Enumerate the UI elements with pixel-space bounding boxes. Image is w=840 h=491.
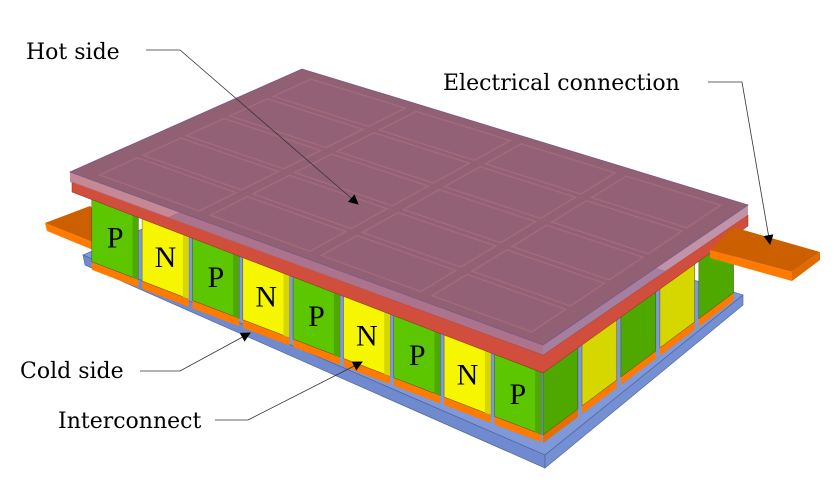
hot-side-tile [140, 137, 281, 191]
hot-side-tile [292, 153, 431, 207]
interconnect [242, 319, 290, 346]
hot-side-tile [184, 117, 323, 170]
interconnect-side [659, 321, 695, 356]
pillar-label: P [308, 300, 325, 333]
leader-electrical-connection [708, 81, 774, 245]
interconnect-side [582, 379, 617, 414]
hot-side-tile [97, 156, 239, 212]
right-electrical-tab [710, 227, 820, 281]
hot-side-tile [430, 273, 568, 333]
label-hot-side: Hot side [26, 40, 120, 65]
hot-side-tile [483, 142, 618, 195]
hot-side-tile [589, 175, 723, 229]
interconnect-side [698, 292, 734, 327]
hot-side-tile [250, 174, 389, 230]
interconnect [494, 416, 542, 443]
label-cold-side: Cold side [20, 359, 124, 384]
pillar-edge [132, 212, 139, 280]
pillar-label: P [107, 222, 124, 255]
pillar-edge [333, 291, 340, 357]
pillar-label: P [409, 339, 426, 372]
hot-side-tile [549, 199, 684, 255]
hot-side-tile [442, 165, 578, 220]
cold-plate-side [544, 294, 744, 469]
hot-plate-glass [68, 68, 749, 346]
hot-side-tile [360, 211, 498, 269]
hot-side-plate [68, 68, 749, 374]
pillar-label: N [155, 241, 177, 274]
interconnect [142, 281, 189, 307]
label-interconnect: Interconnect [58, 409, 201, 434]
interconnect [393, 377, 441, 404]
hot-side-tile [510, 224, 645, 281]
pillar-label: P [207, 261, 224, 294]
hot-side-tile [208, 195, 348, 253]
hot-plate-front [70, 172, 543, 355]
pillar-label: N [255, 280, 277, 313]
pillar-label: N [356, 319, 378, 352]
leader-cold-side [140, 332, 251, 372]
pillar-edge [434, 330, 441, 396]
interconnect [91, 261, 139, 288]
pillar-label: N [457, 359, 479, 392]
interconnect [293, 339, 340, 365]
pillar-edge [535, 370, 542, 435]
interconnect [444, 397, 491, 423]
pillar-edge [182, 231, 189, 299]
pillar-edge [484, 350, 491, 415]
hot-side-tile [227, 97, 365, 149]
pillar-edge [233, 251, 240, 319]
hot-side-tile [335, 131, 472, 184]
interconnect-side [620, 350, 656, 385]
leader-interconnect [215, 361, 363, 421]
hot-side-tile [470, 248, 607, 307]
hot-side-tile [401, 188, 538, 244]
interconnect-side [543, 409, 578, 443]
pillar-edge [283, 271, 290, 338]
hot-side-tile [377, 110, 513, 162]
pillar-label: P [509, 378, 526, 411]
leader-hot-side [146, 49, 359, 205]
hot-side-tile [271, 78, 408, 128]
label-electrical-connection: Electrical connection [443, 71, 680, 96]
pillar-edge [384, 311, 391, 377]
interconnect [192, 300, 240, 327]
hot-plate-side [543, 205, 748, 355]
hot-side-tile [319, 234, 458, 293]
